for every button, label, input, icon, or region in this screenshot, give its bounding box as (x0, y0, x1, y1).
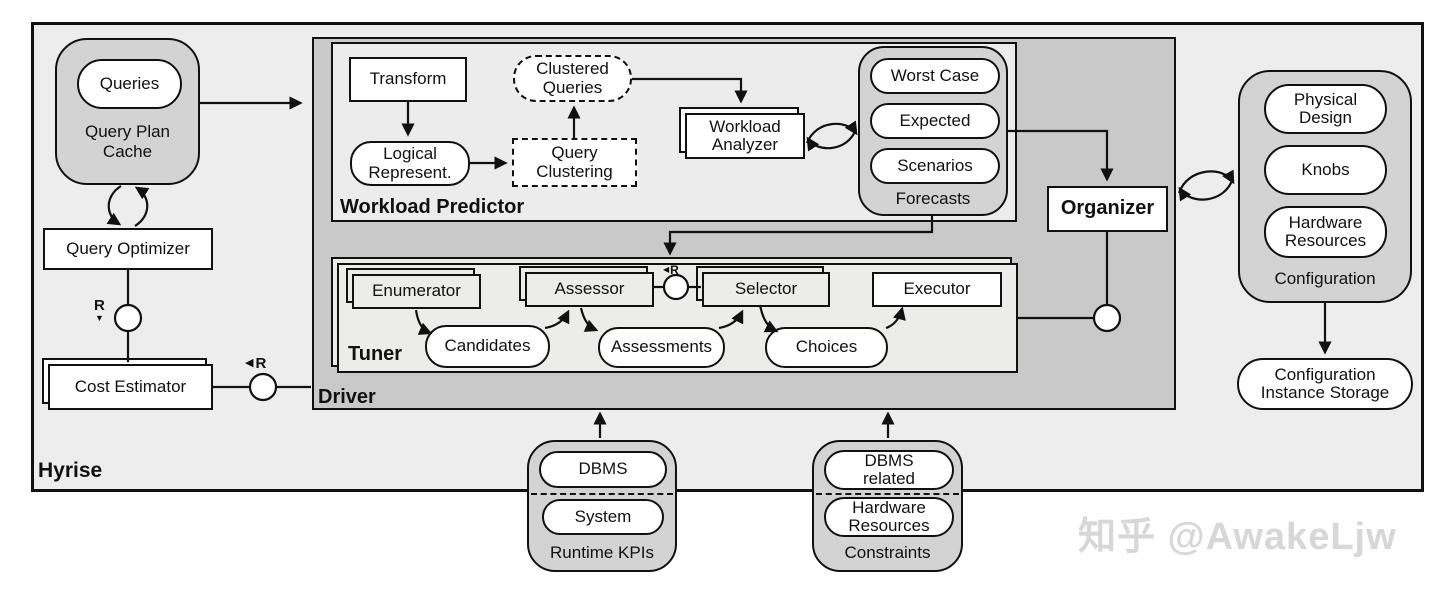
assessor-node: Assessor (519, 266, 654, 307)
left-triangle-icon: ◀ (663, 265, 670, 274)
configuration-label: Configuration (1274, 269, 1376, 288)
constraint-item-dbms-related: DBMS related (824, 450, 954, 490)
cost-estimator-label: Cost Estimator (74, 376, 187, 396)
clustered-queries-node: Clustered Queries (513, 55, 632, 102)
config-item-knobs: Knobs (1264, 145, 1387, 195)
runtime-kpis-container: DBMS System Runtime KPIs (527, 440, 677, 572)
hyrise-label: Hyrise (38, 459, 103, 482)
forecast-item-scenarios: Scenarios (870, 148, 1000, 184)
r-marker-cost-estimator-driver: ◀ R (245, 355, 267, 372)
constraint-item-hardware-resources: Hardware Resources (824, 497, 954, 537)
config-item-hardware-resources: Hardware Resources (1264, 206, 1387, 258)
transform-node: Transform (349, 57, 467, 102)
left-triangle-icon: ◀ (245, 357, 254, 369)
r-marker-assessor-selector: ◀ R (663, 263, 679, 277)
query-plan-cache-container: Queries Query Plan Cache (55, 38, 200, 185)
choices-node: Choices (765, 327, 888, 368)
query-clustering-node: Query Clustering (512, 138, 637, 187)
forecast-item-expected: Expected (870, 103, 1000, 139)
constraints-divider (816, 493, 959, 495)
tuner-panel: Tuner Enumerator Candidates Assessor Ass… (331, 257, 1018, 373)
enumerator-node: Enumerator (346, 268, 481, 309)
queries-label: Queries (99, 73, 160, 93)
forecasts-container: Worst Case Expected Scenarios Forecasts (858, 46, 1008, 216)
selector-node: Selector (696, 266, 830, 307)
forecasts-label: Forecasts (895, 189, 971, 208)
executor-node: Executor (872, 272, 1002, 307)
runtime-kpis-label: Runtime KPIs (550, 543, 654, 562)
down-triangle-icon: ▼ (94, 313, 104, 323)
workload-analyzer-node: Workload Analyzer (679, 107, 805, 159)
workload-predictor-label: Workload Predictor (340, 196, 525, 218)
logical-representation-node: Logical Represent. (350, 141, 470, 186)
config-item-physical-design: Physical Design (1264, 84, 1387, 134)
tuner-label: Tuner (348, 343, 403, 365)
kpi-item-system: System (542, 499, 664, 535)
kpi-divider (531, 493, 673, 495)
candidates-node: Candidates (425, 325, 550, 368)
configuration-instance-storage-node: Configuration Instance Storage (1237, 358, 1413, 410)
cost-estimator-node: Cost Estimator (42, 358, 213, 410)
driver-label: Driver (318, 386, 376, 408)
query-optimizer-label: Query Optimizer (66, 238, 190, 258)
query-optimizer-node: Query Optimizer (43, 228, 213, 270)
configuration-container: Physical Design Knobs Hardware Resources… (1238, 70, 1412, 303)
watermark: 知乎 @AwakeLjw (1078, 516, 1397, 558)
constraints-container: DBMS related Hardware Resources Constrai… (812, 440, 963, 572)
query-plan-cache-label: Query Plan Cache (84, 122, 171, 161)
constraints-label: Constraints (844, 543, 931, 562)
assessments-node: Assessments (598, 327, 725, 368)
kpi-item-dbms: DBMS (539, 451, 667, 488)
queries-node: Queries (77, 59, 182, 109)
forecast-item-worst-case: Worst Case (870, 58, 1000, 94)
organizer-node: Organizer (1047, 186, 1168, 232)
r-marker-optimizer-estimator: R ▼ (94, 297, 105, 323)
